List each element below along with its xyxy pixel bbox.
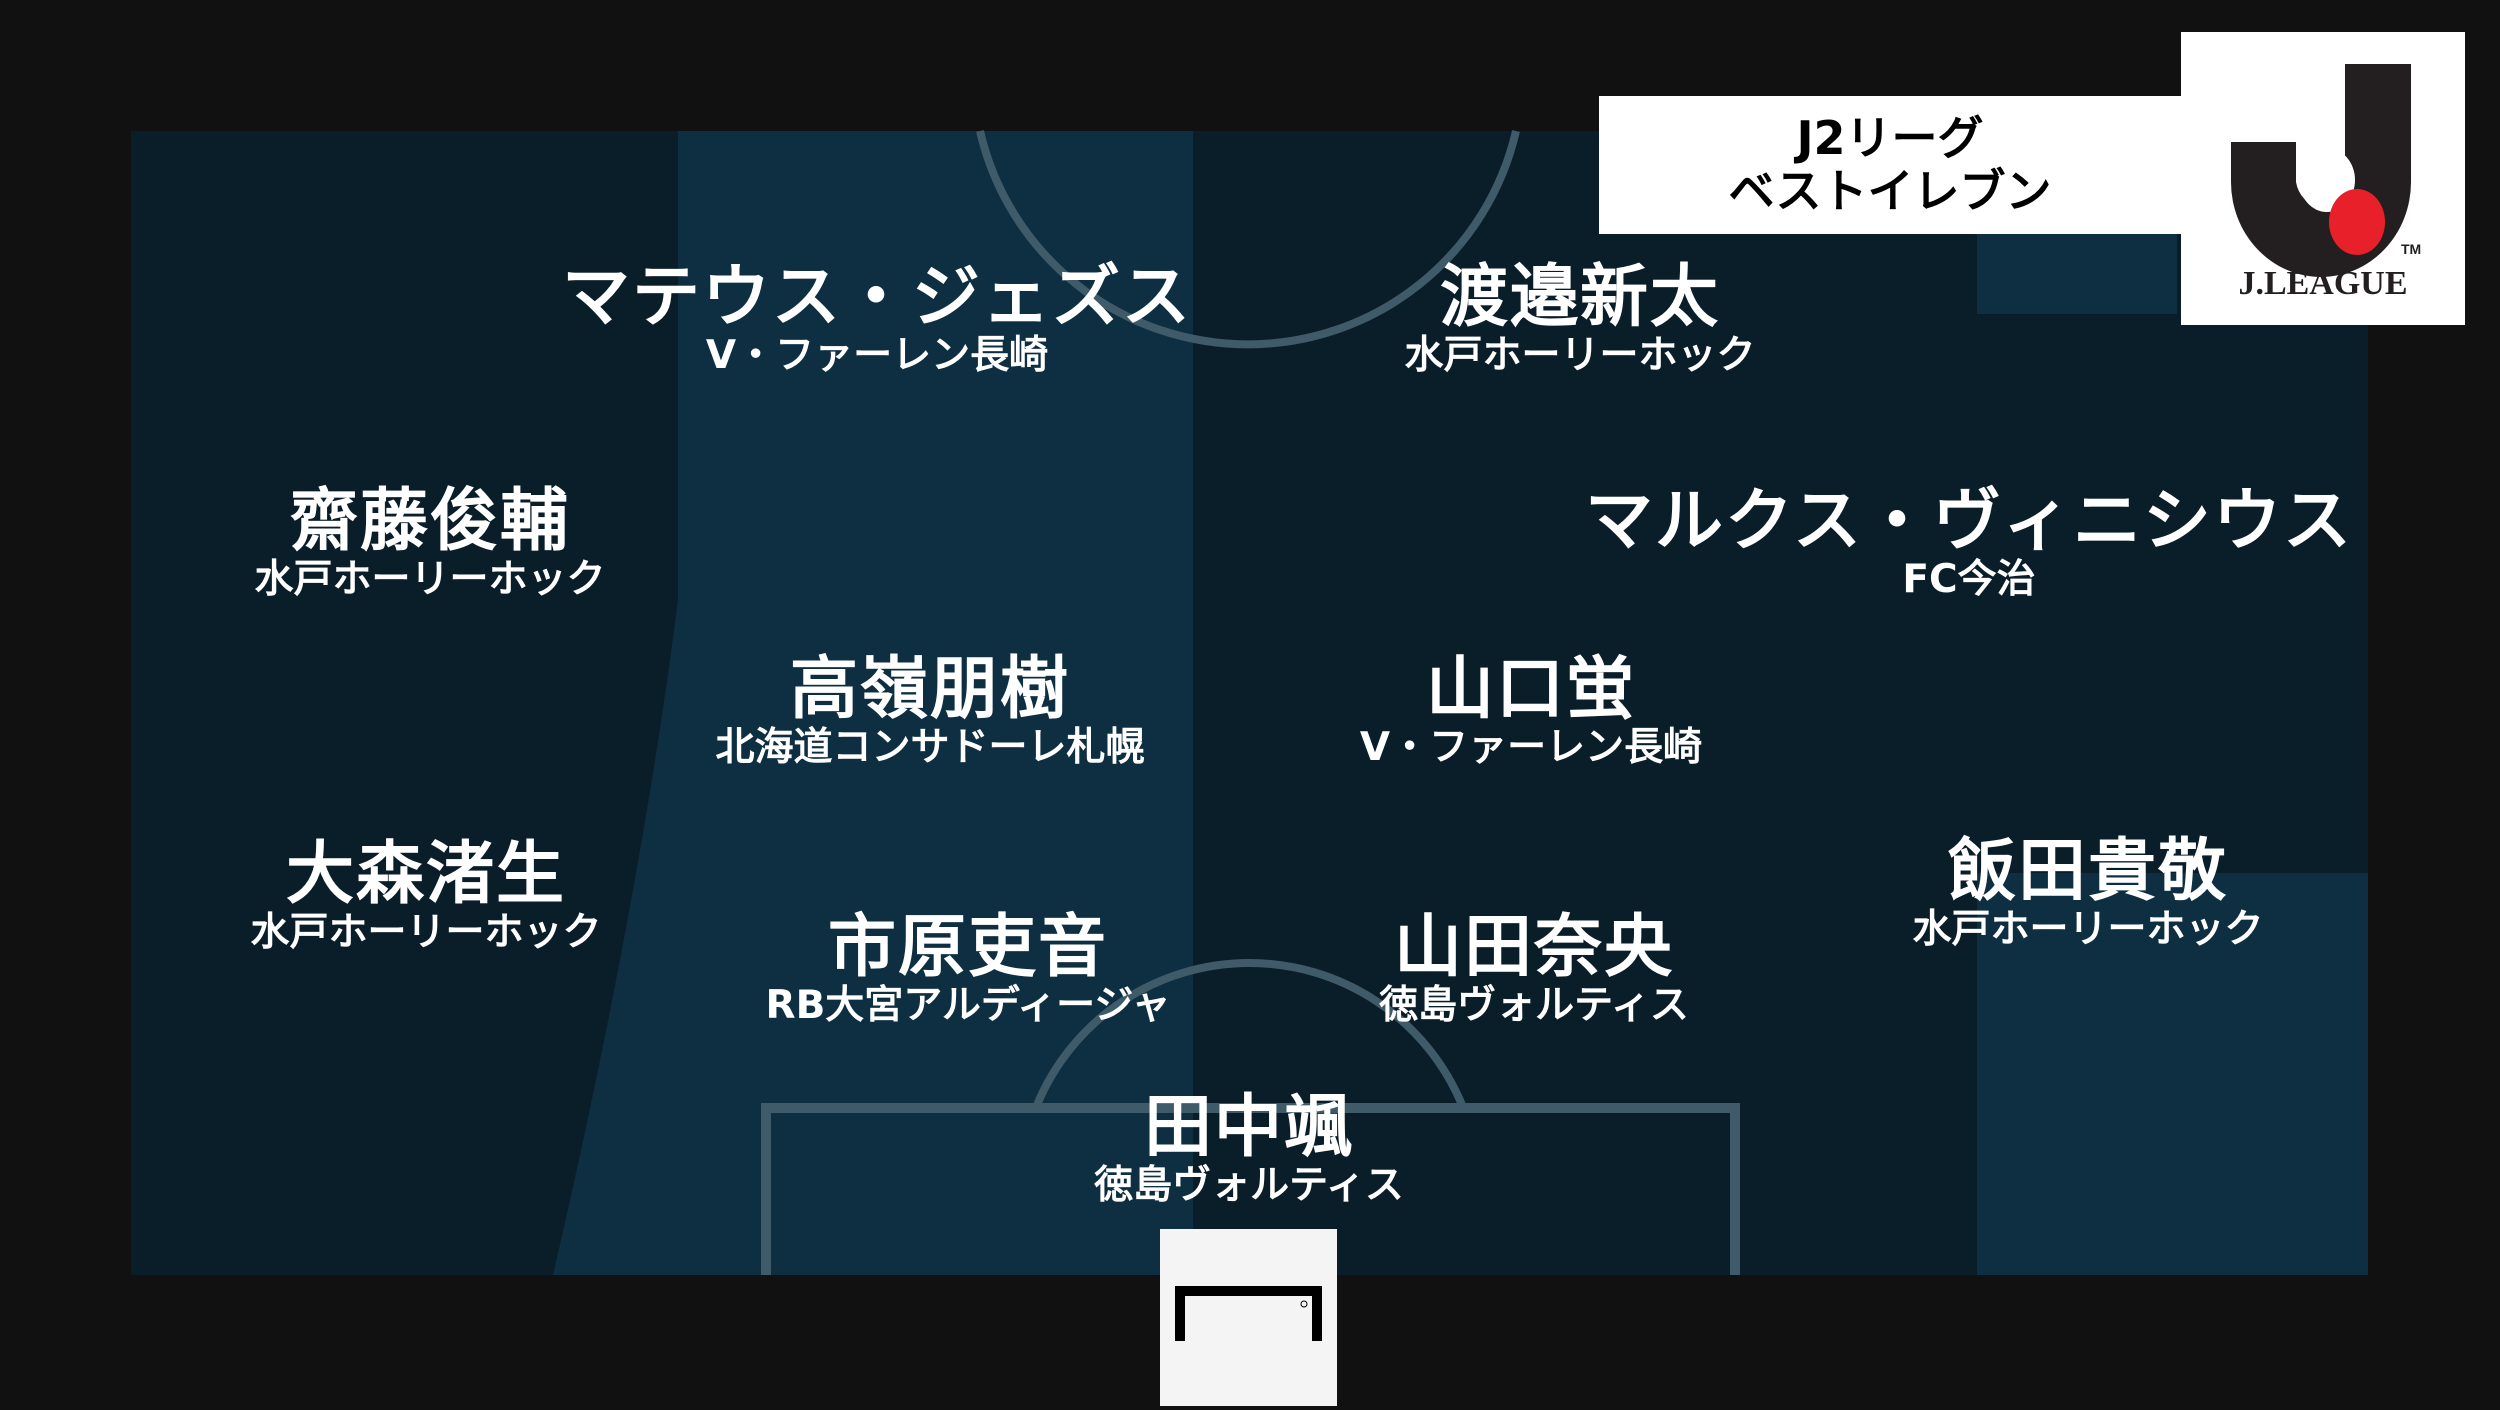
- title-box: J2リーグ ベストイレブン: [1599, 96, 2181, 234]
- player-name: 齋藤俊輔: [289, 482, 571, 561]
- player-card: 市原吏音 RB大宮アルディージャ: [765, 908, 1171, 1028]
- player-name: 飯田貴敬: [1947, 832, 2229, 911]
- player-name: マルクス・ヴィニシウス: [1585, 482, 2353, 561]
- player-card: 渡邉新太 水戸ホーリーホック: [1404, 258, 1756, 378]
- player-team: FC今治: [1902, 557, 2036, 602]
- player-team: RB大宮アルディージャ: [765, 983, 1171, 1028]
- penalty-arc: [1033, 959, 1466, 1107]
- player-card: マルクス・ヴィニシウス FC今治: [1585, 482, 2353, 602]
- pitch-stripe-left-curve: [553, 131, 1193, 1275]
- goal-logo-icon: [1160, 1229, 1337, 1406]
- player-card: 山口蛍 V・ファーレン長崎: [1359, 650, 1703, 770]
- title-line2: ベストイレブン: [1728, 164, 2052, 218]
- player-card: 田中颯 徳島ヴォルティス: [1094, 1088, 1404, 1208]
- player-team: 徳島ヴォルティス: [1379, 983, 1689, 1028]
- player-name: マテウス・ジェズス: [561, 258, 1193, 337]
- pitch-stripe-right-bottom: [1977, 873, 2368, 1275]
- player-card: 高嶺朋樹 北海道コンサドーレ札幌: [715, 650, 1145, 770]
- player-team: V・ファーレン長崎: [1359, 725, 1703, 770]
- player-name: 渡邉新太: [1439, 258, 1721, 337]
- title-line1: J2リーグ: [1796, 111, 1984, 166]
- center-circle-arc: [976, 130, 1520, 349]
- player-team: 水戸ホーリーホック: [1912, 907, 2264, 952]
- player-card: 飯田貴敬 水戸ホーリーホック: [1912, 832, 2264, 952]
- player-name: 山口蛍: [1425, 650, 1636, 729]
- logo-text: J.LEAGUE: [2238, 265, 2407, 302]
- player-team: V・ファーレン長崎: [705, 333, 1049, 378]
- player-name: 大森渚生: [285, 835, 567, 914]
- logo-tm: TM: [2401, 241, 2421, 257]
- penalty-box: [761, 1103, 1740, 1275]
- player-card: 山田奈央 徳島ヴォルティス: [1379, 908, 1689, 1028]
- player-team: 北海道コンサドーレ札幌: [715, 725, 1145, 770]
- player-name: 田中颯: [1143, 1088, 1355, 1167]
- player-name: 山田奈央: [1393, 908, 1675, 987]
- player-team: 水戸ホーリーホック: [254, 557, 606, 602]
- player-name: 高嶺朋樹: [789, 650, 1071, 729]
- player-card: マテウス・ジェズス V・ファーレン長崎: [561, 258, 1193, 378]
- player-card: 大森渚生 水戸ホーリーホック: [250, 835, 602, 955]
- player-card: 齋藤俊輔 水戸ホーリーホック: [254, 482, 606, 602]
- jleague-logo: TM J.LEAGUE: [2181, 32, 2465, 325]
- player-team: 水戸ホーリーホック: [250, 910, 602, 955]
- player-team: 徳島ヴォルティス: [1094, 1163, 1404, 1208]
- player-team: 水戸ホーリーホック: [1404, 333, 1756, 378]
- player-name: 市原吏音: [827, 908, 1109, 987]
- pitch-stripe-right-top: [1977, 223, 2177, 314]
